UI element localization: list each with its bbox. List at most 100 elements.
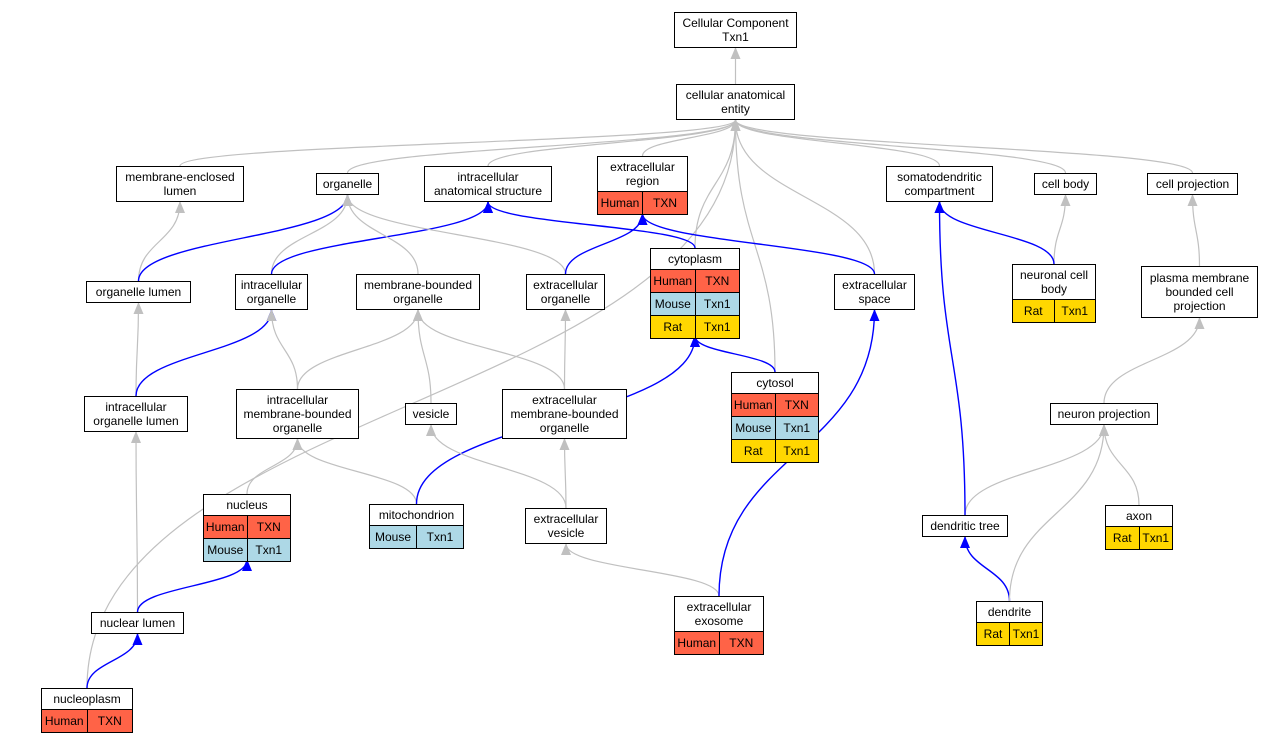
gene-cell: Txn1 [1138,527,1173,549]
edge-iol-to-ol [133,302,144,397]
edge-mito-to-imbo [292,438,418,505]
node-label: extracellular membrane-bounded organelle [510,393,619,435]
node-label: extracellular vesicle [533,512,599,540]
node-ias[interactable]: intracellular anatomical structure [424,166,552,202]
node-ecv[interactable]: extracellular vesicle [525,508,607,544]
species-cell: Human [44,714,84,728]
node-cae[interactable]: cellular anatomical entity [676,84,795,120]
node-label: cellular anatomical entity [685,88,786,116]
node-label: mitochondrion [378,508,455,522]
node-ol[interactable]: organelle lumen [86,281,191,303]
node-label: intracellular organelle [240,278,303,306]
node-label: intracellular membrane-bounded organelle [243,393,352,435]
species-cell: Mouse [735,421,772,435]
edge-imbo-to-io [266,309,299,390]
species-cell: Rat [983,627,1003,641]
node-label: membrane-bounded organelle [363,278,473,306]
node-label: plasma membrane bounded cell projection [1149,271,1250,313]
node-label: neuron projection [1057,407,1151,421]
species-cell: Rat [1112,531,1132,545]
node-org[interactable]: organelle [316,173,379,195]
gene-cell: TXN [694,270,740,292]
edge-eco-to-org [342,194,567,275]
edge-ecv-to-ves [426,424,567,509]
node-embo[interactable]: extracellular membrane-bounded organelle [502,389,627,439]
gene-cell: Txn1 [246,539,291,561]
annotation-row: Rat Txn1 [1106,526,1172,549]
species-cell: Human [600,196,640,210]
edge-ncb-to-sdc [934,201,1055,265]
node-label: axon [1125,509,1153,523]
edge-np-to-pmb [1103,317,1205,404]
node-imbo[interactable]: intracellular membrane-bounded organelle [236,389,359,439]
node-iol[interactable]: intracellular organelle lumen [84,396,188,432]
species-cell: Human [205,520,245,534]
node-nl[interactable]: nuclear lumen [91,612,184,634]
gene-cell: TXN [246,516,291,538]
node-pmb[interactable]: plasma membrane bounded cell projection [1141,266,1258,318]
node-np[interactable]: neuron projection [1050,403,1158,425]
species-cell: Rat [1023,304,1043,318]
node-eco[interactable]: extracellular organelle [526,274,605,310]
species-cell: Rat [663,320,683,334]
edge-mbo-to-org [342,194,419,275]
node-cb[interactable]: cell body [1034,173,1097,195]
node-label: cytoplasm [667,252,723,266]
node-cp[interactable]: cell projection [1147,173,1238,195]
node-mbo[interactable]: membrane-bounded organelle [356,274,480,310]
node-label: intracellular anatomical structure [433,170,543,198]
gene-cell: Txn1 [416,526,463,548]
edge-dend-to-np [1008,424,1109,602]
node-dt[interactable]: dendritic tree [922,515,1008,537]
edge-ol-to-org [137,194,353,282]
node-label: organelle [322,177,373,191]
edge-ias-to-cae [487,119,741,167]
node-label: dendritic tree [930,519,1000,533]
node-mel[interactable]: membrane-enclosed lumen [116,166,244,202]
edge-axon-to-np [1099,424,1140,506]
node-label: extracellular exosome [686,600,752,628]
gene-cell: TXN [718,632,764,654]
edge-nuc-to-imbo [246,438,303,495]
edge-io-to-ias [270,201,493,275]
gene-cell: Txn1 [1053,300,1096,322]
node-label: dendrite [987,605,1032,619]
node-ves[interactable]: vesicle [405,403,457,425]
node-io[interactable]: intracellular organelle [235,274,308,310]
annotation-row: Rat Txn1 [1013,299,1095,322]
gene-cell: Txn1 [694,293,740,315]
node-ecs[interactable]: extracellular space [834,274,915,310]
node-cc[interactable]: Cellular Component Txn1 [674,12,797,48]
edge-ol-to-mel [137,201,185,282]
node-label: extracellular organelle [533,278,598,306]
edge-embo-to-mbo [413,309,566,390]
edge-nl-to-iol [131,431,142,613]
gene-cell: TXN [86,710,133,732]
species-cell: Mouse [654,297,691,311]
edge-ves-to-mbo [413,309,432,404]
edge-nl-to-nuc [136,559,252,613]
gene-cell: Txn1 [774,440,819,462]
node-label: vesicle [412,407,450,421]
node-sdc[interactable]: somatodendritic compartment [886,166,993,202]
gene-cell: TXN [774,394,819,416]
